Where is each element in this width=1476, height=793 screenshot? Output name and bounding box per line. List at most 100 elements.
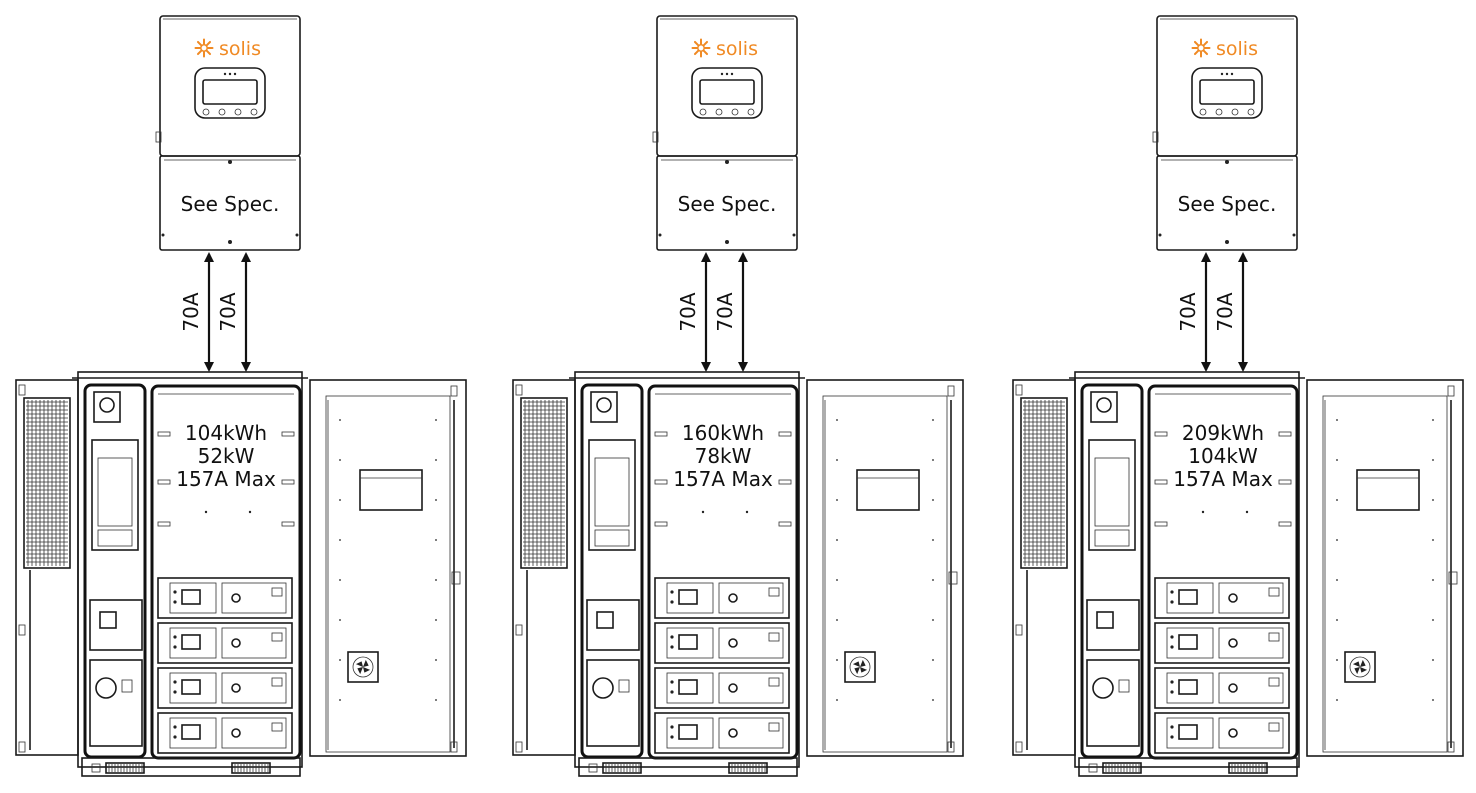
screw-dot xyxy=(670,590,674,594)
screw-dot xyxy=(435,499,437,501)
module-port xyxy=(728,593,738,603)
hinge xyxy=(18,624,26,636)
screw-dot xyxy=(173,590,177,594)
inverter-label: See Spec. xyxy=(678,192,777,216)
module-connector xyxy=(181,679,201,695)
document-holder xyxy=(359,469,423,511)
screw-dot xyxy=(173,635,177,639)
module-right-panel xyxy=(221,627,287,659)
fan-blade xyxy=(860,667,868,673)
keypad-button xyxy=(1231,108,1239,116)
screw-dot xyxy=(836,699,838,701)
hinge xyxy=(1015,624,1023,636)
sun-core xyxy=(1197,44,1205,52)
mount-slot xyxy=(157,479,171,485)
module-left-panel xyxy=(169,717,217,749)
brand-name: solis xyxy=(219,38,261,60)
screw-dot xyxy=(1225,160,1229,164)
screw-dot xyxy=(932,659,934,661)
wiring-box xyxy=(159,155,301,251)
screw-dot xyxy=(1432,619,1434,621)
fan-ring xyxy=(849,656,871,678)
screw-dot xyxy=(228,240,232,244)
side-handle xyxy=(155,131,162,143)
module-port xyxy=(728,638,738,648)
screw-dot xyxy=(836,459,838,461)
screw-dot xyxy=(1336,459,1338,461)
fan-ring xyxy=(352,656,374,678)
fan-blade xyxy=(860,659,866,667)
module-connector xyxy=(678,679,698,695)
keypad-button xyxy=(234,108,242,116)
screw-dot xyxy=(173,645,177,649)
screw-dot xyxy=(1432,499,1434,501)
module-label xyxy=(1268,722,1280,732)
control-column xyxy=(83,383,147,759)
sun-ray xyxy=(205,40,212,47)
screw-dot xyxy=(932,459,934,461)
module-port xyxy=(1228,683,1238,693)
module-case xyxy=(654,667,790,709)
screw-dot xyxy=(161,233,165,237)
screw-dot xyxy=(701,510,705,514)
module-connector xyxy=(181,724,201,740)
label-plate xyxy=(1094,529,1130,547)
keypad-button xyxy=(731,108,739,116)
mount-slot xyxy=(654,521,668,527)
fan-blade xyxy=(1352,661,1360,667)
base-vent xyxy=(231,762,271,774)
current-rating: 70A xyxy=(713,292,737,331)
keypad-button xyxy=(1199,108,1207,116)
battery-module xyxy=(654,622,790,664)
hinge xyxy=(450,385,458,397)
keypad-button xyxy=(218,108,226,116)
cabinet-outer xyxy=(77,371,303,768)
rotary-knob xyxy=(596,397,612,413)
sun-ray xyxy=(702,40,709,47)
screw-dot xyxy=(1432,699,1434,701)
sun-ray xyxy=(702,49,709,56)
screw-dot xyxy=(1336,419,1338,421)
fan-blade xyxy=(363,667,371,673)
screw-dot xyxy=(295,233,299,237)
module-right-panel xyxy=(718,627,784,659)
module-case xyxy=(1154,577,1290,619)
screw-dot xyxy=(1170,645,1174,649)
cabinet-base xyxy=(578,757,798,777)
sun-icon xyxy=(691,38,711,58)
cabinet-outer xyxy=(1074,371,1300,768)
screw-dot xyxy=(932,619,934,621)
hinge xyxy=(947,385,955,397)
brand-name: solis xyxy=(1216,38,1258,60)
module-case xyxy=(1154,667,1290,709)
screw-dot xyxy=(1170,735,1174,739)
fan-blade xyxy=(852,661,860,667)
module-left-panel xyxy=(666,672,714,704)
door-fan xyxy=(844,651,876,683)
control-window xyxy=(594,457,630,527)
fuse-box xyxy=(596,611,614,629)
mount-slot xyxy=(1154,521,1168,527)
screw-dot xyxy=(932,539,934,541)
module-label xyxy=(271,722,283,732)
battery-module xyxy=(1154,577,1290,619)
screw-dot xyxy=(1225,240,1229,244)
module-label xyxy=(768,677,780,687)
fan-blade xyxy=(1360,667,1368,673)
current-rating: 70A xyxy=(1213,292,1237,331)
screw-dot xyxy=(932,699,934,701)
left-door xyxy=(15,379,79,756)
sun-ray xyxy=(196,40,203,47)
screw-dot xyxy=(435,619,437,621)
module-connector xyxy=(678,589,698,605)
screw-dot xyxy=(339,459,341,461)
spec-line: 52kW xyxy=(198,444,255,468)
control-column-frame xyxy=(580,383,644,759)
right-door-panel xyxy=(822,395,948,753)
mount-slot xyxy=(654,431,668,437)
module-right-panel xyxy=(221,582,287,614)
door-fan xyxy=(1344,651,1376,683)
hinge xyxy=(515,624,523,636)
